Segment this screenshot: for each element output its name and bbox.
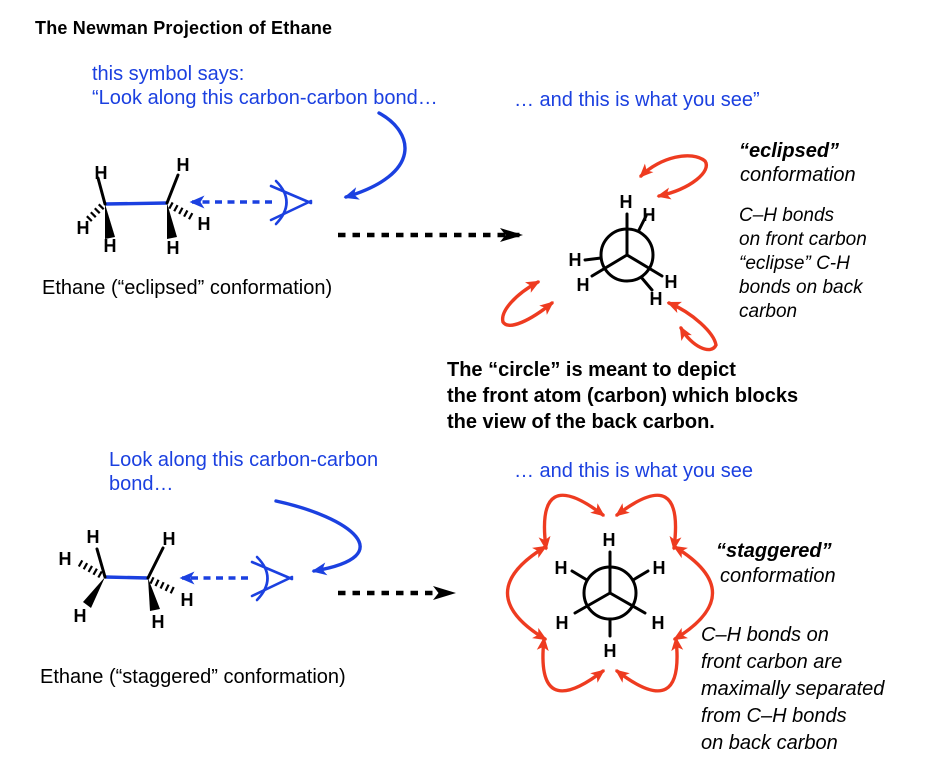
h-atom-label: H xyxy=(643,205,656,225)
eye-symbol xyxy=(250,555,294,602)
staggered-description: C–H bonds on front carbon are maximally … xyxy=(701,624,885,754)
h-atom-label: H xyxy=(555,558,568,578)
h-atom-label: H xyxy=(620,192,633,212)
h-atom-label: H xyxy=(652,613,665,633)
h-atom-label: H xyxy=(604,641,617,661)
hash-wedge-bond xyxy=(168,201,196,222)
cc-bond xyxy=(104,201,168,206)
hash-wedge-bond xyxy=(84,203,105,224)
eclipsed-caption: Ethane (“eclipsed” conformation) xyxy=(42,277,333,299)
h-atom-label: H xyxy=(104,236,117,256)
staggered-conformation-word: conformation xyxy=(720,565,836,587)
h-atom-label: H xyxy=(95,163,108,183)
hash-wedge-bond xyxy=(76,558,103,579)
eye-line xyxy=(250,560,294,581)
eye-line xyxy=(269,184,313,205)
red-stagger-arrow xyxy=(506,545,548,641)
front-ch-bond xyxy=(625,253,664,278)
h-atom-label: H xyxy=(569,250,582,270)
h-atom-label: H xyxy=(577,275,590,295)
h-atom-label: H xyxy=(653,558,666,578)
back-ch-bond xyxy=(639,275,654,292)
blue-curved-arrow xyxy=(343,111,407,200)
red-stagger-arrow xyxy=(615,493,682,551)
diagram-title: The Newman Projection of Ethane xyxy=(35,18,333,38)
h-atom-label: H xyxy=(59,549,72,569)
red-eclipse-arrow xyxy=(639,154,709,200)
h-atom-label: H xyxy=(77,218,90,238)
eclipsed-conformation-word: conformation xyxy=(740,164,856,186)
staggered-look-note: Look along this carbon-carbon bond… xyxy=(109,449,379,495)
solid-wedge-bond xyxy=(148,578,160,611)
eye-arc xyxy=(255,555,269,602)
staggered-caption: Ethane (“staggered” conformation) xyxy=(40,666,346,688)
red-eclipse-arrow xyxy=(501,280,554,327)
back-ch-bond xyxy=(570,569,589,582)
h-atom-label: H xyxy=(87,527,100,547)
eclipsed-see-note: … and this is what you see” xyxy=(514,89,760,111)
ch-bond xyxy=(95,547,107,579)
eye-line xyxy=(250,575,294,598)
eclipsed-look-note: this symbol says: “Look along this carbo… xyxy=(92,63,438,109)
red-eclipse-arrow xyxy=(666,301,718,352)
front-ch-bond xyxy=(608,591,647,615)
h-atom-label: H xyxy=(665,272,678,292)
eye-line xyxy=(269,199,313,222)
eclipsed-description: C–H bonds on front carbon “eclipse” C-H … xyxy=(739,205,867,322)
eye-arc xyxy=(274,179,288,226)
ch-bond xyxy=(146,546,165,580)
h-atom-label: H xyxy=(556,613,569,633)
solid-wedge-bond xyxy=(83,577,105,608)
staggered-see-note: … and this is what you see xyxy=(514,460,754,482)
red-stagger-arrow xyxy=(672,545,714,641)
h-atom-label: H xyxy=(177,155,190,175)
red-stagger-arrow xyxy=(538,493,605,551)
h-atom-label: H xyxy=(163,529,176,549)
eye-symbol xyxy=(269,179,313,226)
back-ch-bond xyxy=(636,214,648,234)
staggered-conformation-quote: “staggered” xyxy=(716,540,832,562)
circle-explanation-note: The “circle” is meant to depict the fron… xyxy=(447,359,799,433)
newman-staggered: H H H H H H xyxy=(555,530,666,661)
h-atom-label: H xyxy=(650,289,663,309)
red-stagger-arrow xyxy=(615,636,684,693)
back-ch-bond xyxy=(631,569,650,582)
h-atom-label: H xyxy=(152,612,165,632)
blue-curved-arrow xyxy=(274,499,362,576)
h-atom-label: H xyxy=(198,214,211,234)
front-ch-bond xyxy=(590,253,629,278)
solid-wedge-bond xyxy=(167,203,177,239)
ch-bond xyxy=(165,173,180,205)
front-ch-bond xyxy=(573,591,612,615)
ethane-eclipsed-structure: H H H H H H xyxy=(77,155,211,258)
cc-bond xyxy=(104,575,149,580)
eclipsed-conformation-quote: “eclipsed” xyxy=(739,140,840,162)
h-atom-label: H xyxy=(74,606,87,626)
h-atom-label: H xyxy=(167,238,180,258)
ethane-staggered-structure: H H H H H H xyxy=(59,527,194,632)
newman-eclipsed: H H H H H H xyxy=(569,192,678,309)
h-atom-label: H xyxy=(181,590,194,610)
ch-bond xyxy=(96,176,107,206)
hash-wedge-bond xyxy=(149,576,178,596)
h-atom-label: H xyxy=(603,530,616,550)
solid-wedge-bond xyxy=(105,204,115,239)
back-ch-bond xyxy=(583,256,603,262)
red-stagger-arrow xyxy=(536,636,605,693)
